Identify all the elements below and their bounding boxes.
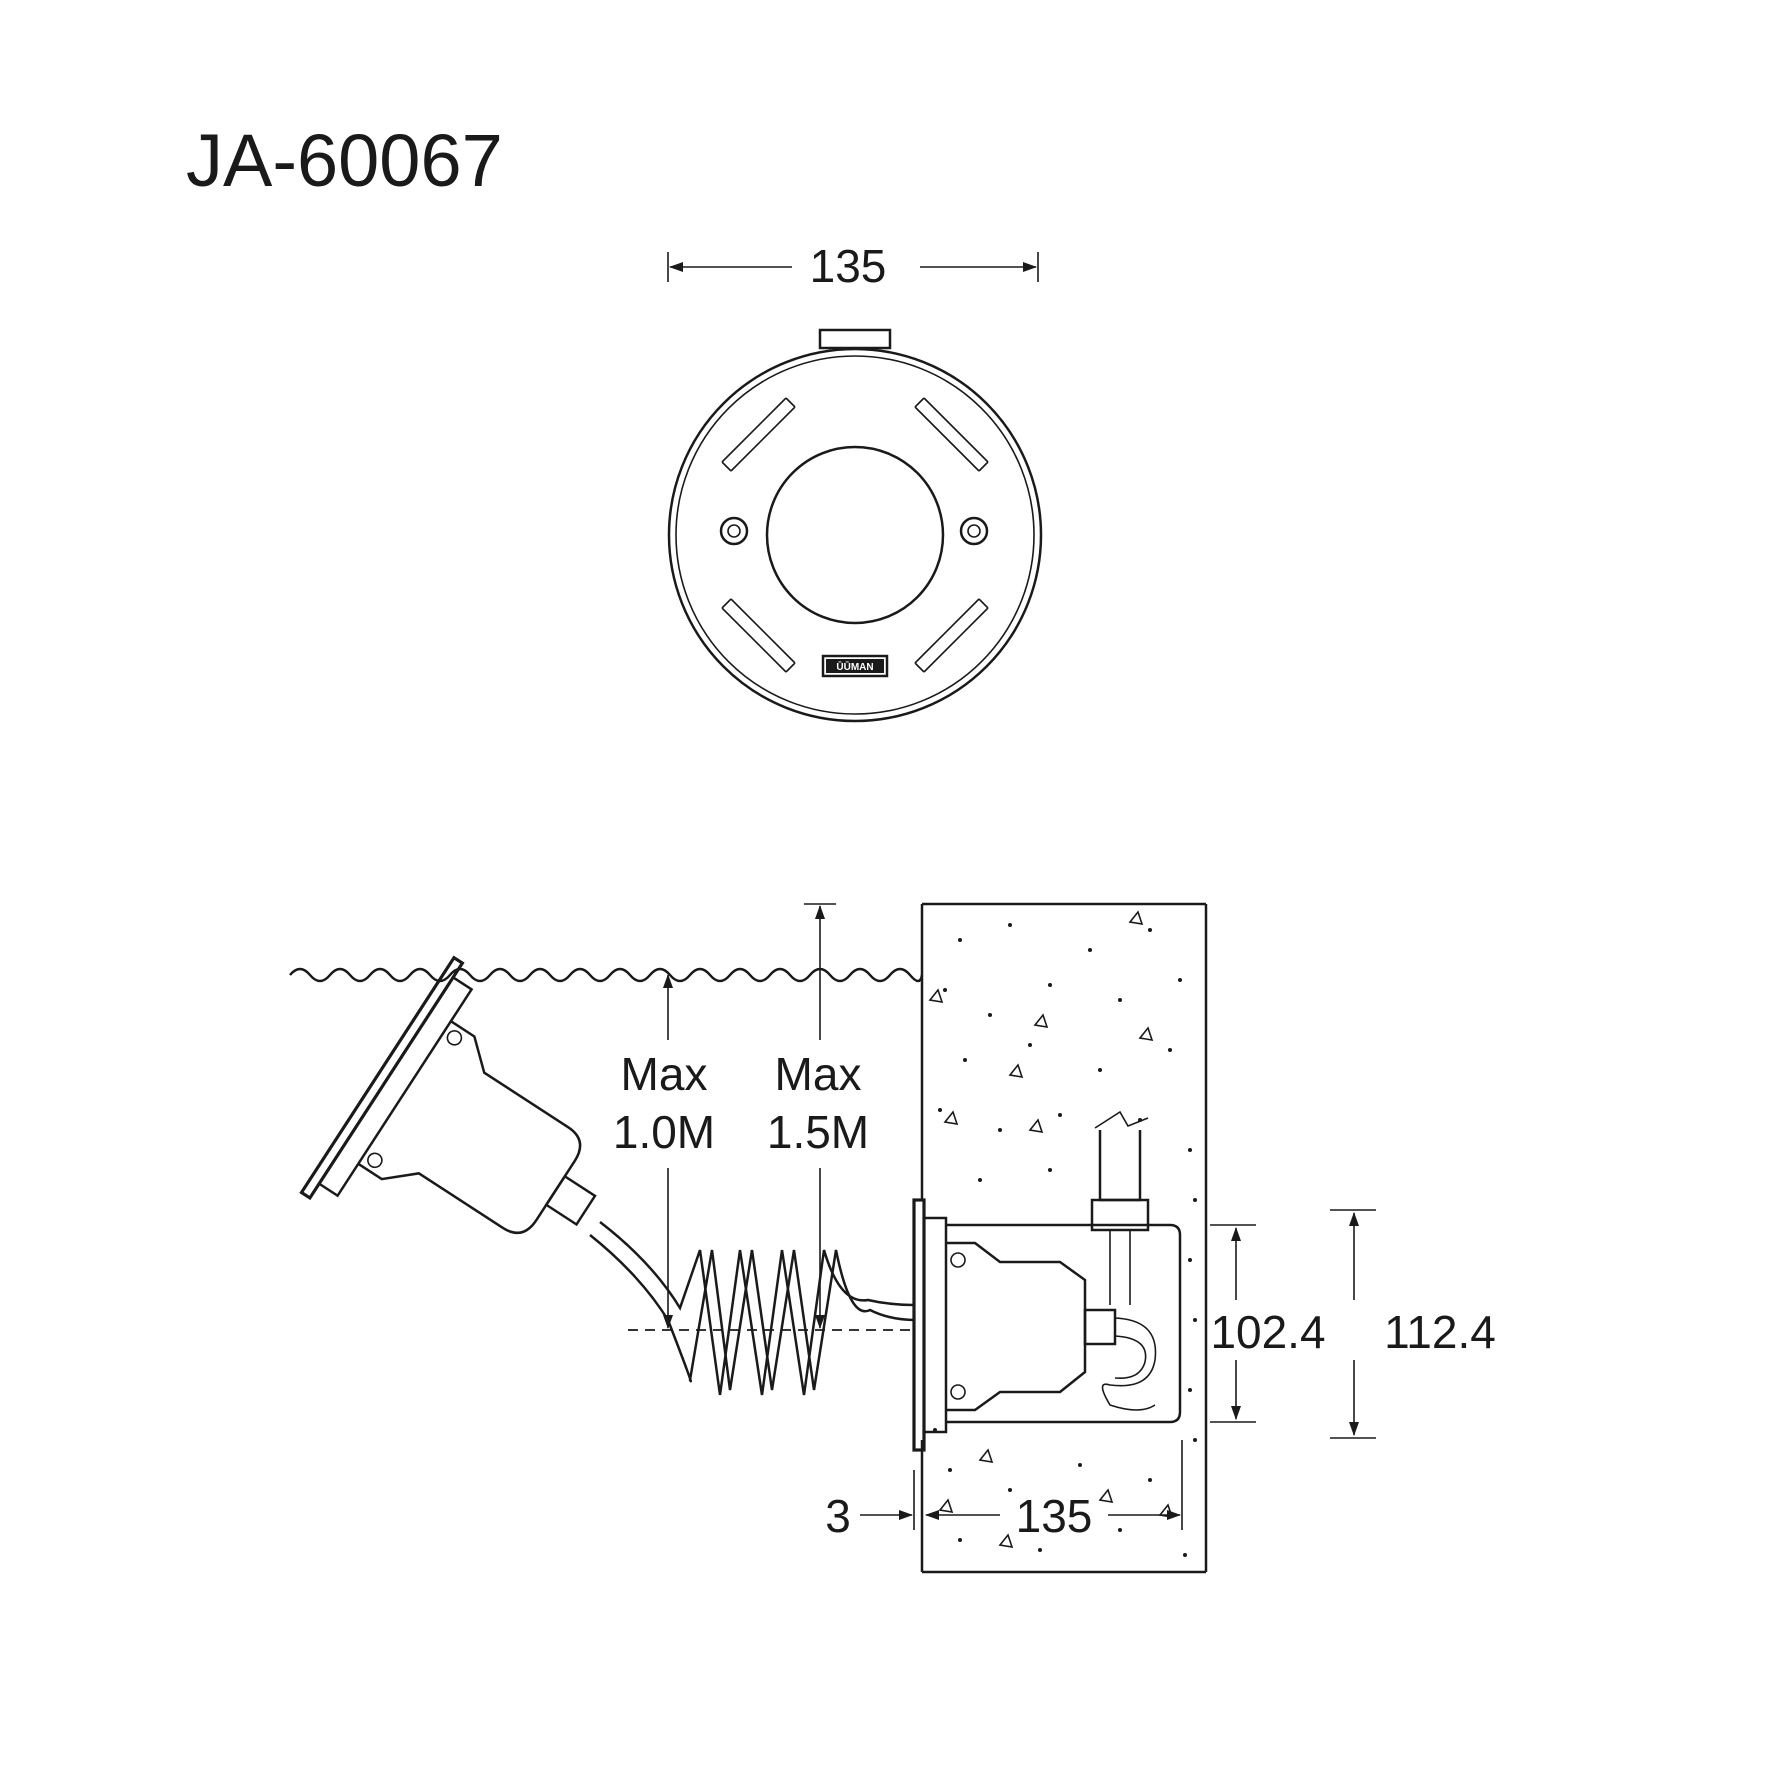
- depth-1-line2: 1.0M: [613, 1106, 715, 1158]
- screw-left-icon: [719, 516, 749, 546]
- mounting-sleeve: [946, 1223, 1182, 1424]
- removed-cable-gland: [544, 1174, 597, 1227]
- coiled-cable-2: [599, 1221, 916, 1396]
- screw-left-center: [727, 524, 741, 538]
- model-title: JA-60067: [186, 119, 503, 202]
- installed-faceplate: [912, 1198, 926, 1452]
- cable-loop: [1101, 1317, 1157, 1411]
- outer-height-label: 112.4: [1384, 1306, 1496, 1358]
- removed-screw-bottom: [367, 1152, 383, 1169]
- faceplate-outer-ring: [667, 347, 1043, 723]
- cable-tab: [818, 328, 892, 350]
- installed-screw-bottom: [950, 1384, 966, 1400]
- removed-screw-top: [446, 1030, 463, 1046]
- conduit-fitting: [1090, 1198, 1150, 1232]
- faceplate-slots: [721, 397, 989, 673]
- installed-body: [946, 1241, 1087, 1412]
- installed-screw-top: [950, 1252, 966, 1268]
- concrete-wall: [920, 902, 1208, 1574]
- conduit-break: [1094, 1110, 1149, 1129]
- lens-circle: [765, 445, 945, 625]
- conduit-cables: [1109, 1230, 1131, 1305]
- cable-loop-inner: [1114, 1335, 1147, 1379]
- top-view: 135 ŪŪMAN: [667, 240, 1043, 723]
- coiled-cable: [589, 1234, 916, 1391]
- logo-plate: [821, 654, 889, 678]
- depth-2-line2: 1.5M: [767, 1106, 869, 1158]
- installed-flange: [922, 1216, 948, 1434]
- depth-1-line1: Max: [621, 1048, 708, 1100]
- body-length-label: 135: [1016, 1490, 1093, 1542]
- water-surface-wave: [289, 967, 924, 983]
- screw-right-center: [967, 524, 981, 538]
- removed-flange: [317, 975, 474, 1198]
- faceplate-inner-ring: [675, 355, 1035, 715]
- screw-right-icon: [959, 516, 989, 546]
- logo-plate-fill: [826, 659, 884, 673]
- flange-thickness-label: 3: [825, 1490, 851, 1542]
- installed-fixture: [912, 1110, 1182, 1452]
- side-view: Max 1.0M Max 1.5M 3 135 102.4 112.4: [289, 902, 1496, 1574]
- top-width-label: 135: [810, 240, 887, 292]
- logo-plate-text: ŪŪMAN: [836, 661, 873, 673]
- depth-2-line1: Max: [775, 1048, 862, 1100]
- removed-fixture: [299, 955, 597, 1235]
- inner-height-label: 102.4: [1210, 1306, 1325, 1358]
- conduit: [1098, 1130, 1142, 1202]
- removed-body: [357, 1020, 582, 1235]
- installed-cable-gland: [1083, 1308, 1117, 1346]
